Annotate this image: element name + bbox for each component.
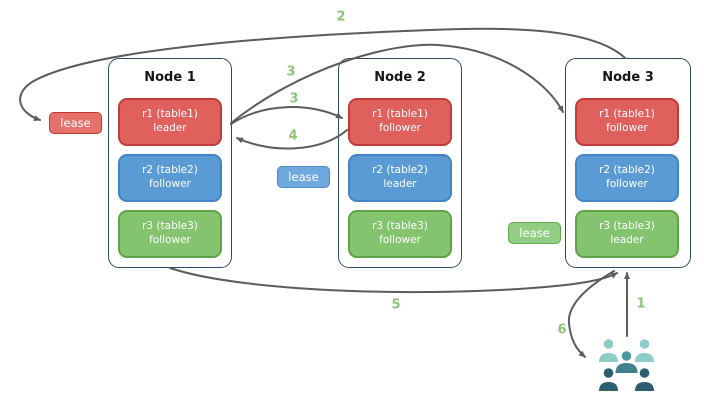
replica-name: r3 (table3)	[599, 220, 655, 233]
node-1-replica-r3: r3 (table3) follower	[118, 210, 222, 258]
flow-label-2: 2	[336, 9, 346, 25]
node-3-replica-r1: r1 (table1) follower	[575, 98, 679, 146]
replica-name: r1 (table1)	[599, 108, 655, 121]
node-1: Node 1 r1 (table1) leader r2 (table2) fo…	[108, 58, 232, 268]
node-2-replica-r3: r3 (table3) follower	[348, 210, 452, 258]
replica-role: follower	[606, 122, 648, 134]
replica-role: leader	[610, 234, 644, 246]
replica-role: follower	[379, 122, 421, 134]
replica-role: follower	[606, 178, 648, 190]
flow-label-4: 4	[288, 128, 298, 144]
users-icon	[599, 339, 654, 391]
node-2-title: Node 2	[374, 70, 426, 85]
node-3-replica-r3: r3 (table3) leader	[575, 210, 679, 258]
lease-badge-table1: lease	[49, 112, 102, 134]
flow-label-1: 1	[636, 296, 646, 312]
node-2-replica-r1: r1 (table1) follower	[348, 98, 452, 146]
replica-name: r2 (table2)	[142, 164, 198, 177]
replica-role: follower	[149, 178, 191, 190]
node-3: Node 3 r1 (table1) follower r2 (table2) …	[565, 58, 691, 268]
arrow-6-node3-to-users	[567, 270, 615, 358]
node-1-title: Node 1	[144, 70, 196, 85]
lease-badge-table2: lease	[277, 166, 330, 188]
node-3-replica-r2: r2 (table2) follower	[575, 154, 679, 202]
replica-name: r2 (table2)	[372, 164, 428, 177]
flow-label-6: 6	[557, 322, 567, 338]
flow-label-3a: 3	[286, 64, 296, 80]
replica-role: follower	[149, 234, 191, 246]
replica-name: r2 (table2)	[599, 164, 655, 177]
replica-name: r1 (table1)	[372, 108, 428, 121]
node-3-title: Node 3	[602, 70, 654, 85]
flow-label-5: 5	[391, 297, 401, 313]
replica-name: r3 (table3)	[372, 220, 428, 233]
replica-role: leader	[383, 178, 417, 190]
arrow-3-node1-to-node2	[230, 106, 343, 125]
node-1-replica-r2: r2 (table2) follower	[118, 154, 222, 202]
node-2: Node 2 r1 (table1) follower r2 (table2) …	[338, 58, 462, 268]
node-1-replica-r1: r1 (table1) leader	[118, 98, 222, 146]
lease-badge-table3: lease	[508, 222, 561, 244]
replica-name: r1 (table1)	[142, 108, 198, 121]
flow-label-3b: 3	[289, 91, 299, 107]
node-2-replica-r2: r2 (table2) leader	[348, 154, 452, 202]
replica-name: r3 (table3)	[142, 220, 198, 233]
replica-role: leader	[153, 122, 187, 134]
arrow-5-node1-to-node3	[169, 267, 618, 294]
replica-role: follower	[379, 234, 421, 246]
